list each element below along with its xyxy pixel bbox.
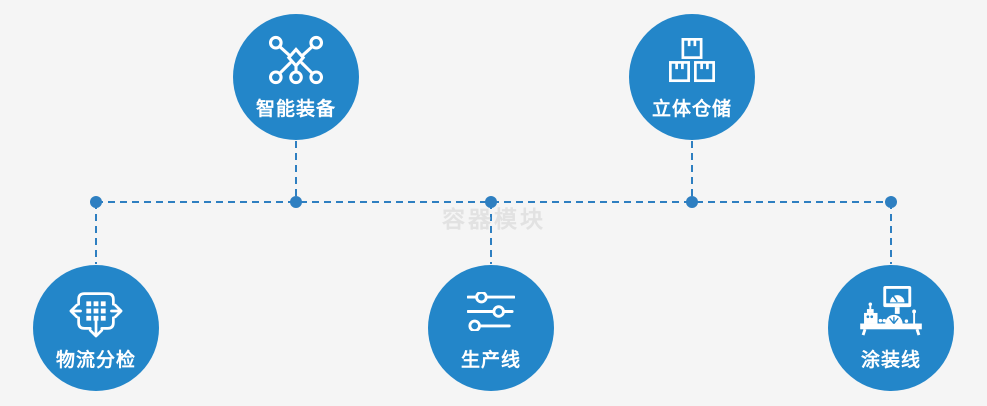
node-label: 生产线 — [460, 349, 521, 371]
node-label: 立体仓储 — [651, 98, 732, 120]
watermark: 容器模块 — [442, 207, 546, 233]
node-coating-line: 涂装线 — [828, 265, 954, 391]
node-logistics-sorting: 物流分检 — [33, 265, 159, 391]
node-production-line: 生产线 — [428, 265, 554, 391]
node-smart-equipment: 智能装备 — [233, 14, 359, 140]
node-stereo-warehouse: 立体仓储 — [629, 14, 755, 140]
network-nodes-icon — [267, 34, 325, 86]
node-label: 智能装备 — [255, 98, 336, 120]
sliders-icon — [467, 285, 515, 337]
distribute-arrows-icon — [68, 285, 124, 338]
stacked-boxes-icon — [667, 34, 717, 86]
control-station-icon — [859, 285, 923, 337]
node-label: 涂装线 — [860, 349, 921, 371]
node-label: 物流分检 — [55, 349, 136, 371]
